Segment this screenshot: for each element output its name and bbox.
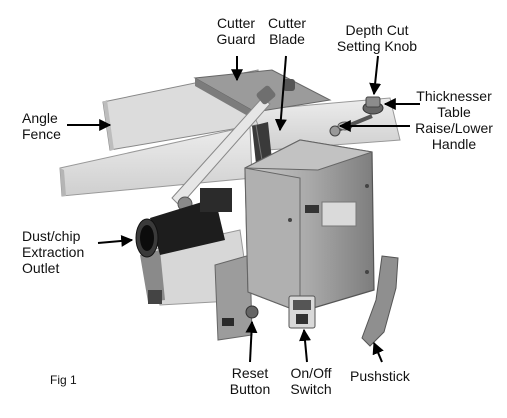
dust-extraction-outlet xyxy=(135,188,232,258)
guard-arm xyxy=(171,85,276,212)
pushstick xyxy=(361,255,399,347)
spec-plate xyxy=(321,201,357,227)
machine-base xyxy=(140,229,253,341)
spec-plate-logo xyxy=(305,205,319,213)
leader-arrows xyxy=(67,55,420,363)
motor-housing xyxy=(244,139,375,313)
label-pushstick: Pushstick xyxy=(350,368,410,384)
depth-cut-setting-knob xyxy=(362,96,384,115)
figure-caption: Fig 1 xyxy=(50,373,77,387)
cutter-blade xyxy=(252,122,272,164)
on-off-switch xyxy=(288,295,316,329)
reset-button xyxy=(245,305,259,319)
